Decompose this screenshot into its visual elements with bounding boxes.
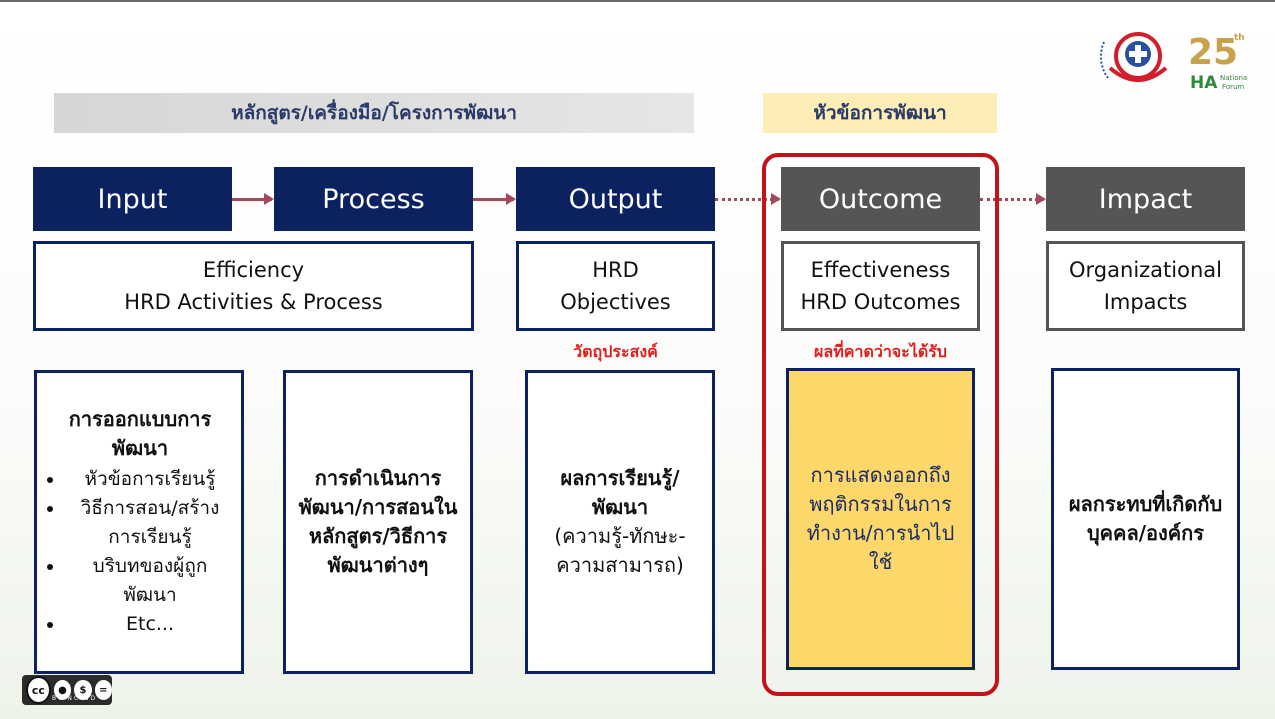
stage-outcome: Outcome bbox=[781, 167, 980, 231]
card-process-text: การดำเนินการพัฒนา/การสอนในหลักสูตร/วิธีก… bbox=[298, 466, 458, 577]
card-process: การดำเนินการพัฒนา/การสอนในหลักสูตร/วิธีก… bbox=[283, 370, 473, 674]
banner-programs: หลักสูตร/เครื่องมือ/โครงการพัฒนา bbox=[54, 93, 694, 133]
desc-effectiveness-line2: HRD Outcomes bbox=[800, 290, 961, 314]
desc-organizational-impacts: Organizational Impacts bbox=[1046, 241, 1245, 331]
card-output-normal: (ความรู้-ทักษะ-ความสามารถ) bbox=[554, 524, 686, 577]
desc-hrd-objectives: HRD Objectives bbox=[516, 241, 715, 331]
stage-input: Input bbox=[33, 167, 232, 231]
stage-output: Output bbox=[516, 167, 715, 231]
desc-effectiveness-line1: Effectiveness bbox=[810, 258, 951, 282]
desc-efficiency: Efficiency HRD Activities & Process bbox=[33, 241, 474, 331]
desc-organizational-line2: Impacts bbox=[1103, 290, 1188, 314]
card-input-title: การออกแบบการพัฒนา bbox=[68, 407, 212, 460]
svg-text:Forum: Forum bbox=[1222, 83, 1244, 91]
note-objectives: วัตถุประสงค์ bbox=[573, 342, 658, 361]
card-output: ผลการเรียนรู้/พัฒนา (ความรู้-ทักษะ-ความส… bbox=[525, 370, 715, 674]
card-outcome-text: การแสดงออกถึงพฤติกรรมในการทำงาน/การนำไปใ… bbox=[806, 463, 955, 574]
arrow-process-output bbox=[473, 193, 516, 205]
svg-text:HA: HA bbox=[1190, 73, 1218, 93]
card-impact-text: ผลกระทบที่เกิดกับบุคคล/องค์กร bbox=[1068, 492, 1223, 545]
svg-text:National: National bbox=[1220, 74, 1248, 82]
note-expected-results: ผลที่คาดว่าจะได้รับ bbox=[814, 342, 947, 361]
arrow-output-outcome bbox=[715, 193, 781, 205]
desc-organizational-line1: Organizational bbox=[1069, 258, 1222, 282]
desc-effectiveness: Effectiveness HRD Outcomes bbox=[781, 241, 980, 331]
ha-national-forum-logo: 25 th HA National Forum bbox=[1098, 26, 1249, 94]
arrow-outcome-impact bbox=[980, 193, 1046, 205]
banner-topics: หัวข้อการพัฒนา bbox=[763, 93, 997, 133]
svg-text:th: th bbox=[1234, 33, 1245, 43]
noncommercial-icon: $ bbox=[74, 680, 92, 700]
top-border-line bbox=[0, 0, 1275, 2]
desc-hrd-line2: Objectives bbox=[560, 290, 671, 314]
attribution-icon: ● bbox=[53, 680, 72, 700]
desc-hrd-line1: HRD bbox=[592, 258, 639, 282]
list-item: Etc... bbox=[65, 610, 233, 639]
card-input-bullets: หัวข้อการเรียนรู้ วิธีการสอน/สร้างการเรี… bbox=[47, 465, 233, 639]
creative-commons-license-badge: cc ● $ = BY NC ND bbox=[22, 675, 112, 705]
card-input-design: การออกแบบการพัฒนา หัวข้อการเรียนรู้ วิธี… bbox=[34, 370, 244, 674]
list-item: บริบทของผู้ถูกพัฒนา bbox=[65, 552, 233, 610]
card-outcome-highlight: การแสดงออกถึงพฤติกรรมในการทำงาน/การนำไปใ… bbox=[786, 368, 975, 670]
logo-25: 25 bbox=[1188, 32, 1238, 73]
noderivatives-icon: = bbox=[94, 680, 112, 700]
card-impact: ผลกระทบที่เกิดกับบุคคล/องค์กร bbox=[1051, 368, 1240, 670]
stage-process: Process bbox=[274, 167, 473, 231]
outcome-highlight-frame bbox=[762, 153, 999, 696]
license-terms: BY NC ND bbox=[52, 695, 98, 702]
arrow-input-process bbox=[232, 193, 274, 205]
stage-impact: Impact bbox=[1046, 167, 1245, 231]
desc-efficiency-line1: Efficiency bbox=[202, 258, 305, 282]
cc-icon: cc bbox=[26, 676, 51, 704]
list-item: วิธีการสอน/สร้างการเรียนรู้ bbox=[65, 494, 233, 552]
logo-graphic: 25 th HA National Forum bbox=[1099, 32, 1249, 93]
list-item: หัวข้อการเรียนรู้ bbox=[65, 465, 233, 494]
desc-efficiency-line2: HRD Activities & Process bbox=[124, 290, 383, 314]
card-output-bold: ผลการเรียนรู้/พัฒนา bbox=[560, 466, 680, 519]
